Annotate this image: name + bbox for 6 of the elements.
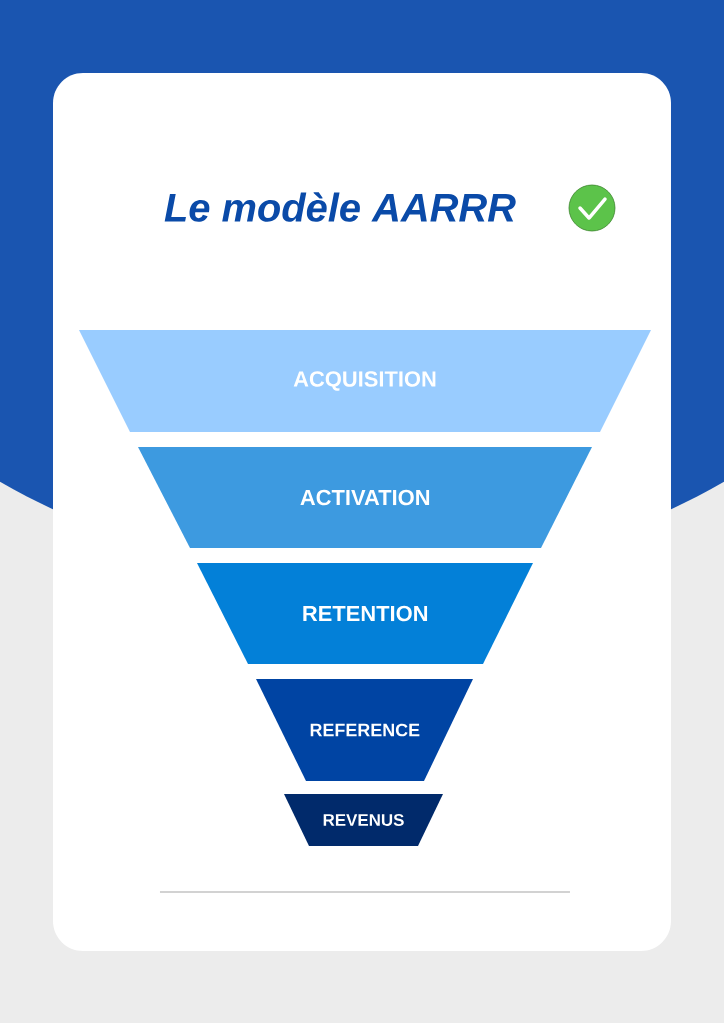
title: Le modèle AARRR xyxy=(164,192,516,222)
funnel-level: REFERENCE xyxy=(256,679,473,781)
funnel-level: ACTIVATION xyxy=(138,447,592,548)
funnel-level: ACQUISITION xyxy=(79,330,651,432)
funnel-level: REVENUS xyxy=(284,794,443,846)
funnel-level: RETENTION xyxy=(197,563,533,664)
